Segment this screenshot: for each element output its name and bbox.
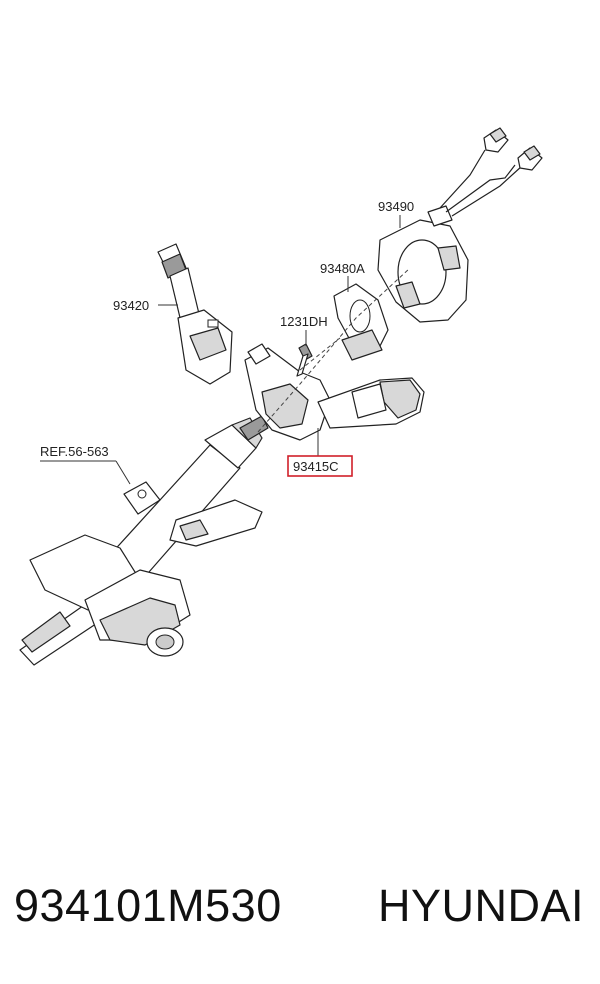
label-ref-56-563: REF.56-563 xyxy=(40,444,109,459)
part-number: 934101M530 xyxy=(14,880,282,931)
multifunction-switch xyxy=(244,343,425,441)
callout-ref-56-563: REF.56-563 xyxy=(40,444,131,485)
callout-93420: 93420 xyxy=(113,298,178,313)
callout-93415c: 93415C xyxy=(287,428,353,477)
bolt-1231dh xyxy=(296,343,313,377)
label-1231dh: 1231DH xyxy=(280,314,328,329)
exploded-parts-diagram: 93490 93480A 1231DH 93420 REF.56-563 934… xyxy=(19,127,543,666)
brand-name: HYUNDAI xyxy=(377,880,584,931)
label-93480a: 93480A xyxy=(320,261,365,276)
callout-93490: 93490 xyxy=(378,199,414,228)
footer: 934101M530 HYUNDAI xyxy=(0,880,600,950)
label-93420: 93420 xyxy=(113,298,149,313)
wiper-switch-93420 xyxy=(157,243,233,385)
callout-93480a: 93480A xyxy=(320,261,365,292)
callout-1231dh: 1231DH xyxy=(280,314,328,346)
steering-column xyxy=(19,415,269,666)
label-93490: 93490 xyxy=(378,199,414,214)
highlight-box-93415c xyxy=(287,455,353,477)
clock-spring-93490 xyxy=(377,127,543,323)
label-93415c: 93415C xyxy=(293,459,339,474)
